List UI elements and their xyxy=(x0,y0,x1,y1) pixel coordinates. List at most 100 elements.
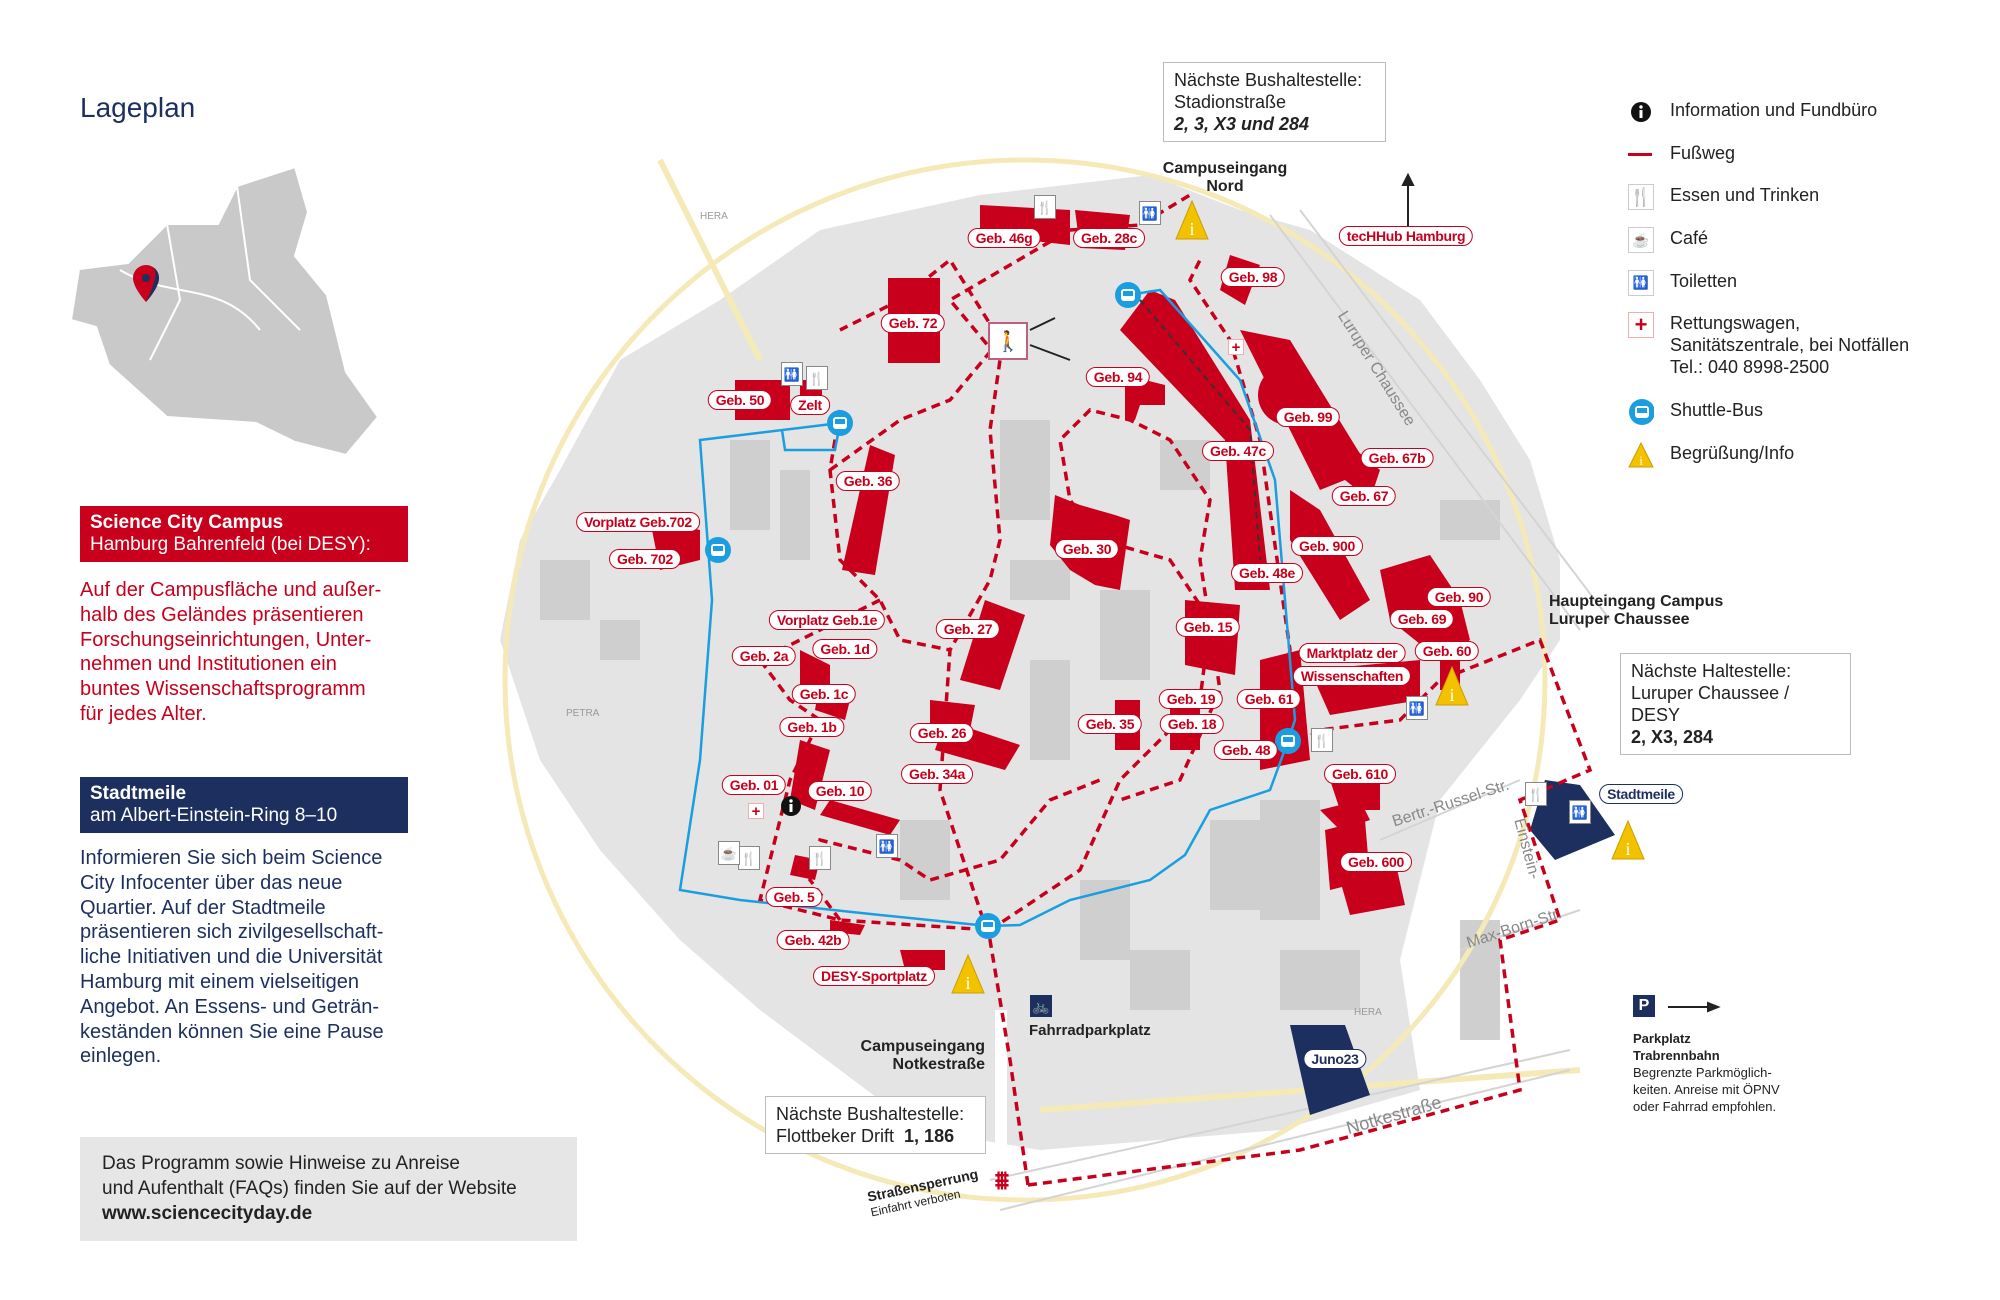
building-label[interactable]: Geb. 15 xyxy=(1175,617,1241,637)
building-label[interactable]: Geb. 60 xyxy=(1414,641,1480,661)
bus-stop-label: Nächste Haltestelle: xyxy=(1631,661,1792,681)
parking-icon: P xyxy=(1633,995,1655,1017)
text-line: Angebot. An Essens- und Geträn- xyxy=(80,995,380,1018)
building-label[interactable]: Geb. 42b xyxy=(776,930,850,950)
ring-road xyxy=(502,157,1548,1203)
stadtmeile-heading: Stadtmeile xyxy=(90,783,187,804)
toilet-icon: 🚻 xyxy=(876,834,898,858)
stadtmeile-label[interactable]: Stadtmeile xyxy=(1599,784,1683,804)
building-label[interactable]: Geb. 2a xyxy=(731,646,797,666)
building-label[interactable]: Geb. 35 xyxy=(1077,714,1143,734)
building-label[interactable]: Geb. 46g xyxy=(967,228,1041,248)
legend-label: Essen und Trinken xyxy=(1670,185,1820,205)
building-label[interactable]: Marktplatz der xyxy=(1298,643,1406,663)
text-line: Informieren Sie sich beim Science xyxy=(80,847,383,869)
cutlery-icon: 🍴 xyxy=(1525,782,1547,806)
red-cross-icon: + xyxy=(1628,312,1654,338)
building-label[interactable]: tecHHub Hamburg xyxy=(1338,226,1474,246)
cutlery-icon: 🍴 xyxy=(1628,184,1654,210)
event-buildings xyxy=(650,205,1470,970)
juno23-label[interactable]: Juno23 xyxy=(1303,1049,1367,1069)
building-label[interactable]: Geb. 19 xyxy=(1158,689,1224,709)
building-label[interactable]: Geb. 10 xyxy=(807,781,873,801)
building-label[interactable]: Geb. 50 xyxy=(707,390,773,410)
building-label[interactable]: Geb. 1c xyxy=(791,684,857,704)
info-icon xyxy=(1628,99,1654,125)
bus-stop-east-box: Nächste Haltestelle:Luruper Chaussee / D… xyxy=(1620,653,1851,755)
building-label[interactable]: Geb. 30 xyxy=(1054,539,1120,559)
stairs-sign-icon: 🚶 xyxy=(988,322,1028,360)
building-label[interactable]: DESY-Sportplatz xyxy=(813,966,935,986)
warning-info-icon: i xyxy=(1628,442,1654,468)
legend-item-footpath: Fußweg xyxy=(1628,142,1735,168)
shuttle-bus-icon xyxy=(1628,399,1654,425)
building-label[interactable]: Geb. 26 xyxy=(909,723,975,743)
building-label[interactable]: Geb. 99 xyxy=(1275,407,1341,427)
shuttle-bus-icon xyxy=(704,536,732,569)
building-label[interactable]: Geb. 01 xyxy=(721,775,787,795)
building-label[interactable]: Geb. 47c xyxy=(1202,441,1274,461)
footer-line: Das Programm sowie Hinweise zu Anreise xyxy=(102,1153,460,1174)
building-label[interactable]: Geb. 5 xyxy=(765,887,823,907)
building-label[interactable]: Geb. 67b xyxy=(1360,448,1434,468)
legend-label: Rettungswagen,Sanitätszentrale, bei Notf… xyxy=(1670,313,1910,377)
bicycle-icon: 🚲 xyxy=(1030,995,1052,1017)
text-line: Auf der Campusfläche und außer- xyxy=(80,579,382,601)
building-label[interactable]: Geb. 28c xyxy=(1073,228,1145,248)
building-label[interactable]: Wissenschaften xyxy=(1292,666,1412,686)
building-label[interactable]: Geb. 1d xyxy=(812,639,878,659)
campus-heading: Science City Campus xyxy=(90,512,284,533)
text-line: halb des Geländes präsentieren xyxy=(80,603,364,626)
building-label[interactable]: Vorplatz Geb.1e xyxy=(768,610,886,630)
legend-item-info: Information und Fundbüro xyxy=(1628,99,1877,125)
shuttle-route xyxy=(678,288,1297,928)
roadblock-icon: ⩩ xyxy=(995,1165,1009,1195)
background-buildings xyxy=(540,420,1500,1040)
shuttle-bus-icon xyxy=(1114,281,1142,314)
warning-info-icon: i xyxy=(1611,819,1645,865)
building-label[interactable]: Geb. 69 xyxy=(1389,609,1455,629)
building-label[interactable]: Geb. 90 xyxy=(1426,587,1492,607)
text-line: einlegen. xyxy=(80,1045,162,1068)
building-label[interactable]: Geb. 27 xyxy=(935,619,1001,639)
text-line: buntes Wissenschaftsprogramm xyxy=(80,678,366,701)
website-link[interactable]: www.sciencecityday.de xyxy=(102,1203,313,1224)
building-label[interactable]: Geb. 72 xyxy=(880,313,946,333)
text-line: Quartier. Auf der Stadtmeile xyxy=(80,896,326,919)
building-label[interactable]: Geb. 61 xyxy=(1236,689,1302,709)
building-label[interactable]: Geb. 98 xyxy=(1220,267,1286,287)
building-label[interactable]: Geb. 600 xyxy=(1340,852,1412,872)
svg-text:i: i xyxy=(1189,219,1194,239)
footpath-icon xyxy=(1628,142,1654,168)
building-label[interactable]: Geb. 610 xyxy=(1324,764,1396,784)
building-label[interactable]: Geb. 18 xyxy=(1159,714,1225,734)
bus-stop-label: Nächste Bushaltestelle: xyxy=(776,1104,965,1124)
bus-lines: 2, X3, 284 xyxy=(1631,727,1714,747)
building-label[interactable]: Zelt xyxy=(790,395,830,415)
juno23-building xyxy=(1290,1025,1370,1115)
svg-text:i: i xyxy=(1625,839,1630,859)
building-label[interactable]: Geb. 702 xyxy=(609,549,681,569)
building-label[interactable]: Geb. 48 xyxy=(1213,740,1279,760)
building-label[interactable]: Vorplatz Geb.702 xyxy=(576,512,700,532)
building-label[interactable]: Geb. 900 xyxy=(1291,536,1363,556)
bike-parking-label: Fahrradparkplatz xyxy=(1029,1022,1151,1039)
text-line: City Infocenter über das neue xyxy=(80,871,343,894)
building-label[interactable]: Geb. 34a xyxy=(901,764,973,784)
footer-line: und Aufenthalt (FAQs) finden Sie auf der… xyxy=(102,1178,517,1199)
building-label[interactable]: Geb. 1b xyxy=(779,717,845,737)
building-label[interactable]: Geb. 36 xyxy=(835,471,901,491)
text-line: Forschungseinrichtungen, Unter- xyxy=(80,628,372,651)
bus-stop-name: Flottbeker Drift xyxy=(776,1126,895,1146)
legend-label: Shuttle-Bus xyxy=(1670,400,1764,420)
red-cross-icon: + xyxy=(748,803,764,819)
legend-item-ambulance: + Rettungswagen,Sanitätszentrale, bei Not… xyxy=(1628,312,1909,378)
building-label[interactable]: Geb. 67 xyxy=(1331,486,1397,506)
bus-lines: 1, 186 xyxy=(904,1126,955,1146)
building-label[interactable]: Geb. 94 xyxy=(1085,367,1151,387)
building-label[interactable]: Geb. 48e xyxy=(1231,563,1303,583)
